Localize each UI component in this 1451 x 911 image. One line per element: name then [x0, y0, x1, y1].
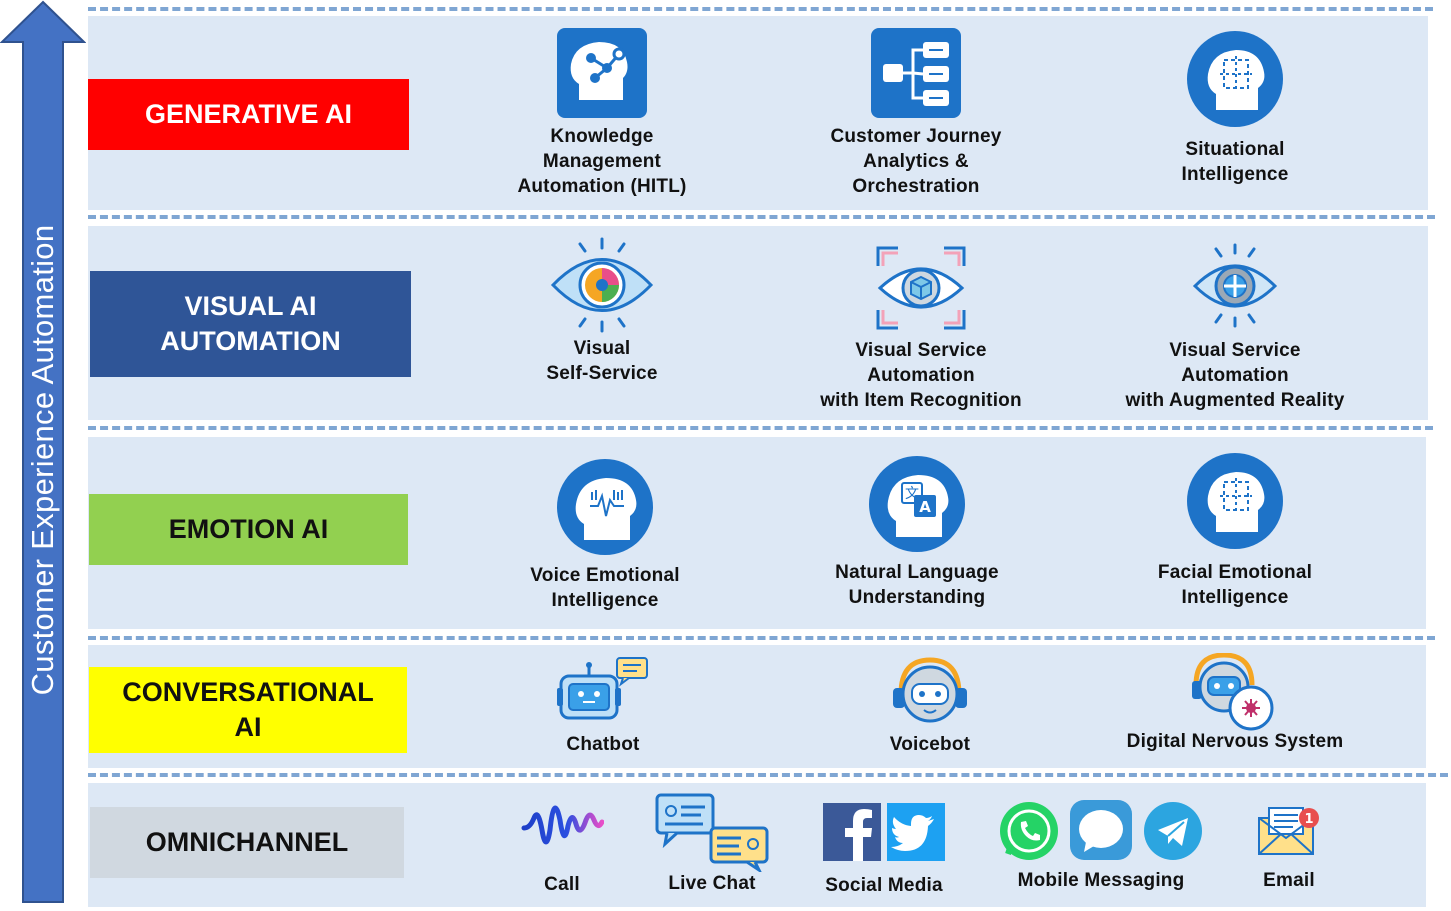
item-customer-journey: Customer Journey Analytics & Orchestrati… — [786, 28, 1046, 199]
axis-label: Customer Experience Automation — [25, 224, 60, 696]
item-voicebot: Voicebot — [800, 656, 1060, 757]
item-situational-intelligence: Situational Intelligence — [1105, 30, 1365, 187]
voice-wave-head-icon — [557, 459, 653, 555]
item-call: Call — [432, 790, 692, 897]
item-digital-nervous-system: Digital Nervous System — [1105, 653, 1365, 754]
item-facial-emotional: Facial Emotional Intelligence — [1105, 452, 1365, 610]
layer-label-emotion: EMOTION AI — [89, 494, 408, 565]
separator — [88, 7, 1433, 11]
live-chat-icon — [655, 793, 769, 872]
brain-network-icon — [557, 28, 647, 118]
item-natural-language: 文 A Natural Language Understanding — [787, 455, 1047, 610]
item-email: 1 Email — [1159, 804, 1419, 893]
face-scan-head-icon — [1187, 453, 1283, 549]
head-scan-icon — [1187, 31, 1283, 127]
chatbot-icon — [557, 657, 648, 720]
eye-crosshair-icon — [1192, 243, 1278, 328]
item-knowledge-management: Knowledge Management Automation (HITL) — [472, 28, 732, 199]
layer-label-omnichannel: OMNICHANNEL — [90, 807, 404, 878]
item-augmented-reality: Visual Service Automation with Augmented… — [1105, 242, 1365, 413]
item-voice-emotional: Voice Emotional Intelligence — [475, 458, 735, 613]
up-arrow-icon — [0, 0, 87, 903]
experience-arrow: Customer Experience Automation — [0, 0, 87, 905]
svg-text:A: A — [919, 498, 931, 516]
separator — [88, 773, 1448, 777]
separator — [88, 426, 1433, 430]
translate-head-icon: 文 A — [869, 456, 965, 552]
layer-label-generative: GENERATIVE AI — [88, 79, 409, 150]
item-visual-self-service: Visual Self-Service — [472, 236, 732, 386]
svg-text:1: 1 — [1304, 812, 1313, 827]
robot-neuron-icon — [1192, 653, 1274, 731]
separator — [88, 636, 1435, 640]
voicebot-icon — [893, 657, 967, 723]
item-item-recognition: Visual Service Automation with Item Reco… — [791, 244, 1051, 413]
messaging-apps-icon — [1000, 800, 1202, 860]
color-eye-icon — [550, 237, 654, 333]
email-notification-icon: 1 — [1258, 807, 1319, 855]
social-media-icon — [823, 803, 945, 861]
workflow-diagram-icon — [871, 28, 961, 118]
item-social-media: Social Media — [754, 803, 1014, 898]
item-mobile-messaging: Mobile Messaging — [971, 800, 1231, 893]
item-chatbot: Chatbot — [473, 656, 733, 757]
svg-text:文: 文 — [905, 486, 919, 502]
eye-cube-scan-icon — [876, 246, 966, 330]
separator — [88, 215, 1435, 219]
voice-wave-icon — [521, 805, 604, 845]
item-live-chat: Live Chat — [582, 792, 842, 896]
